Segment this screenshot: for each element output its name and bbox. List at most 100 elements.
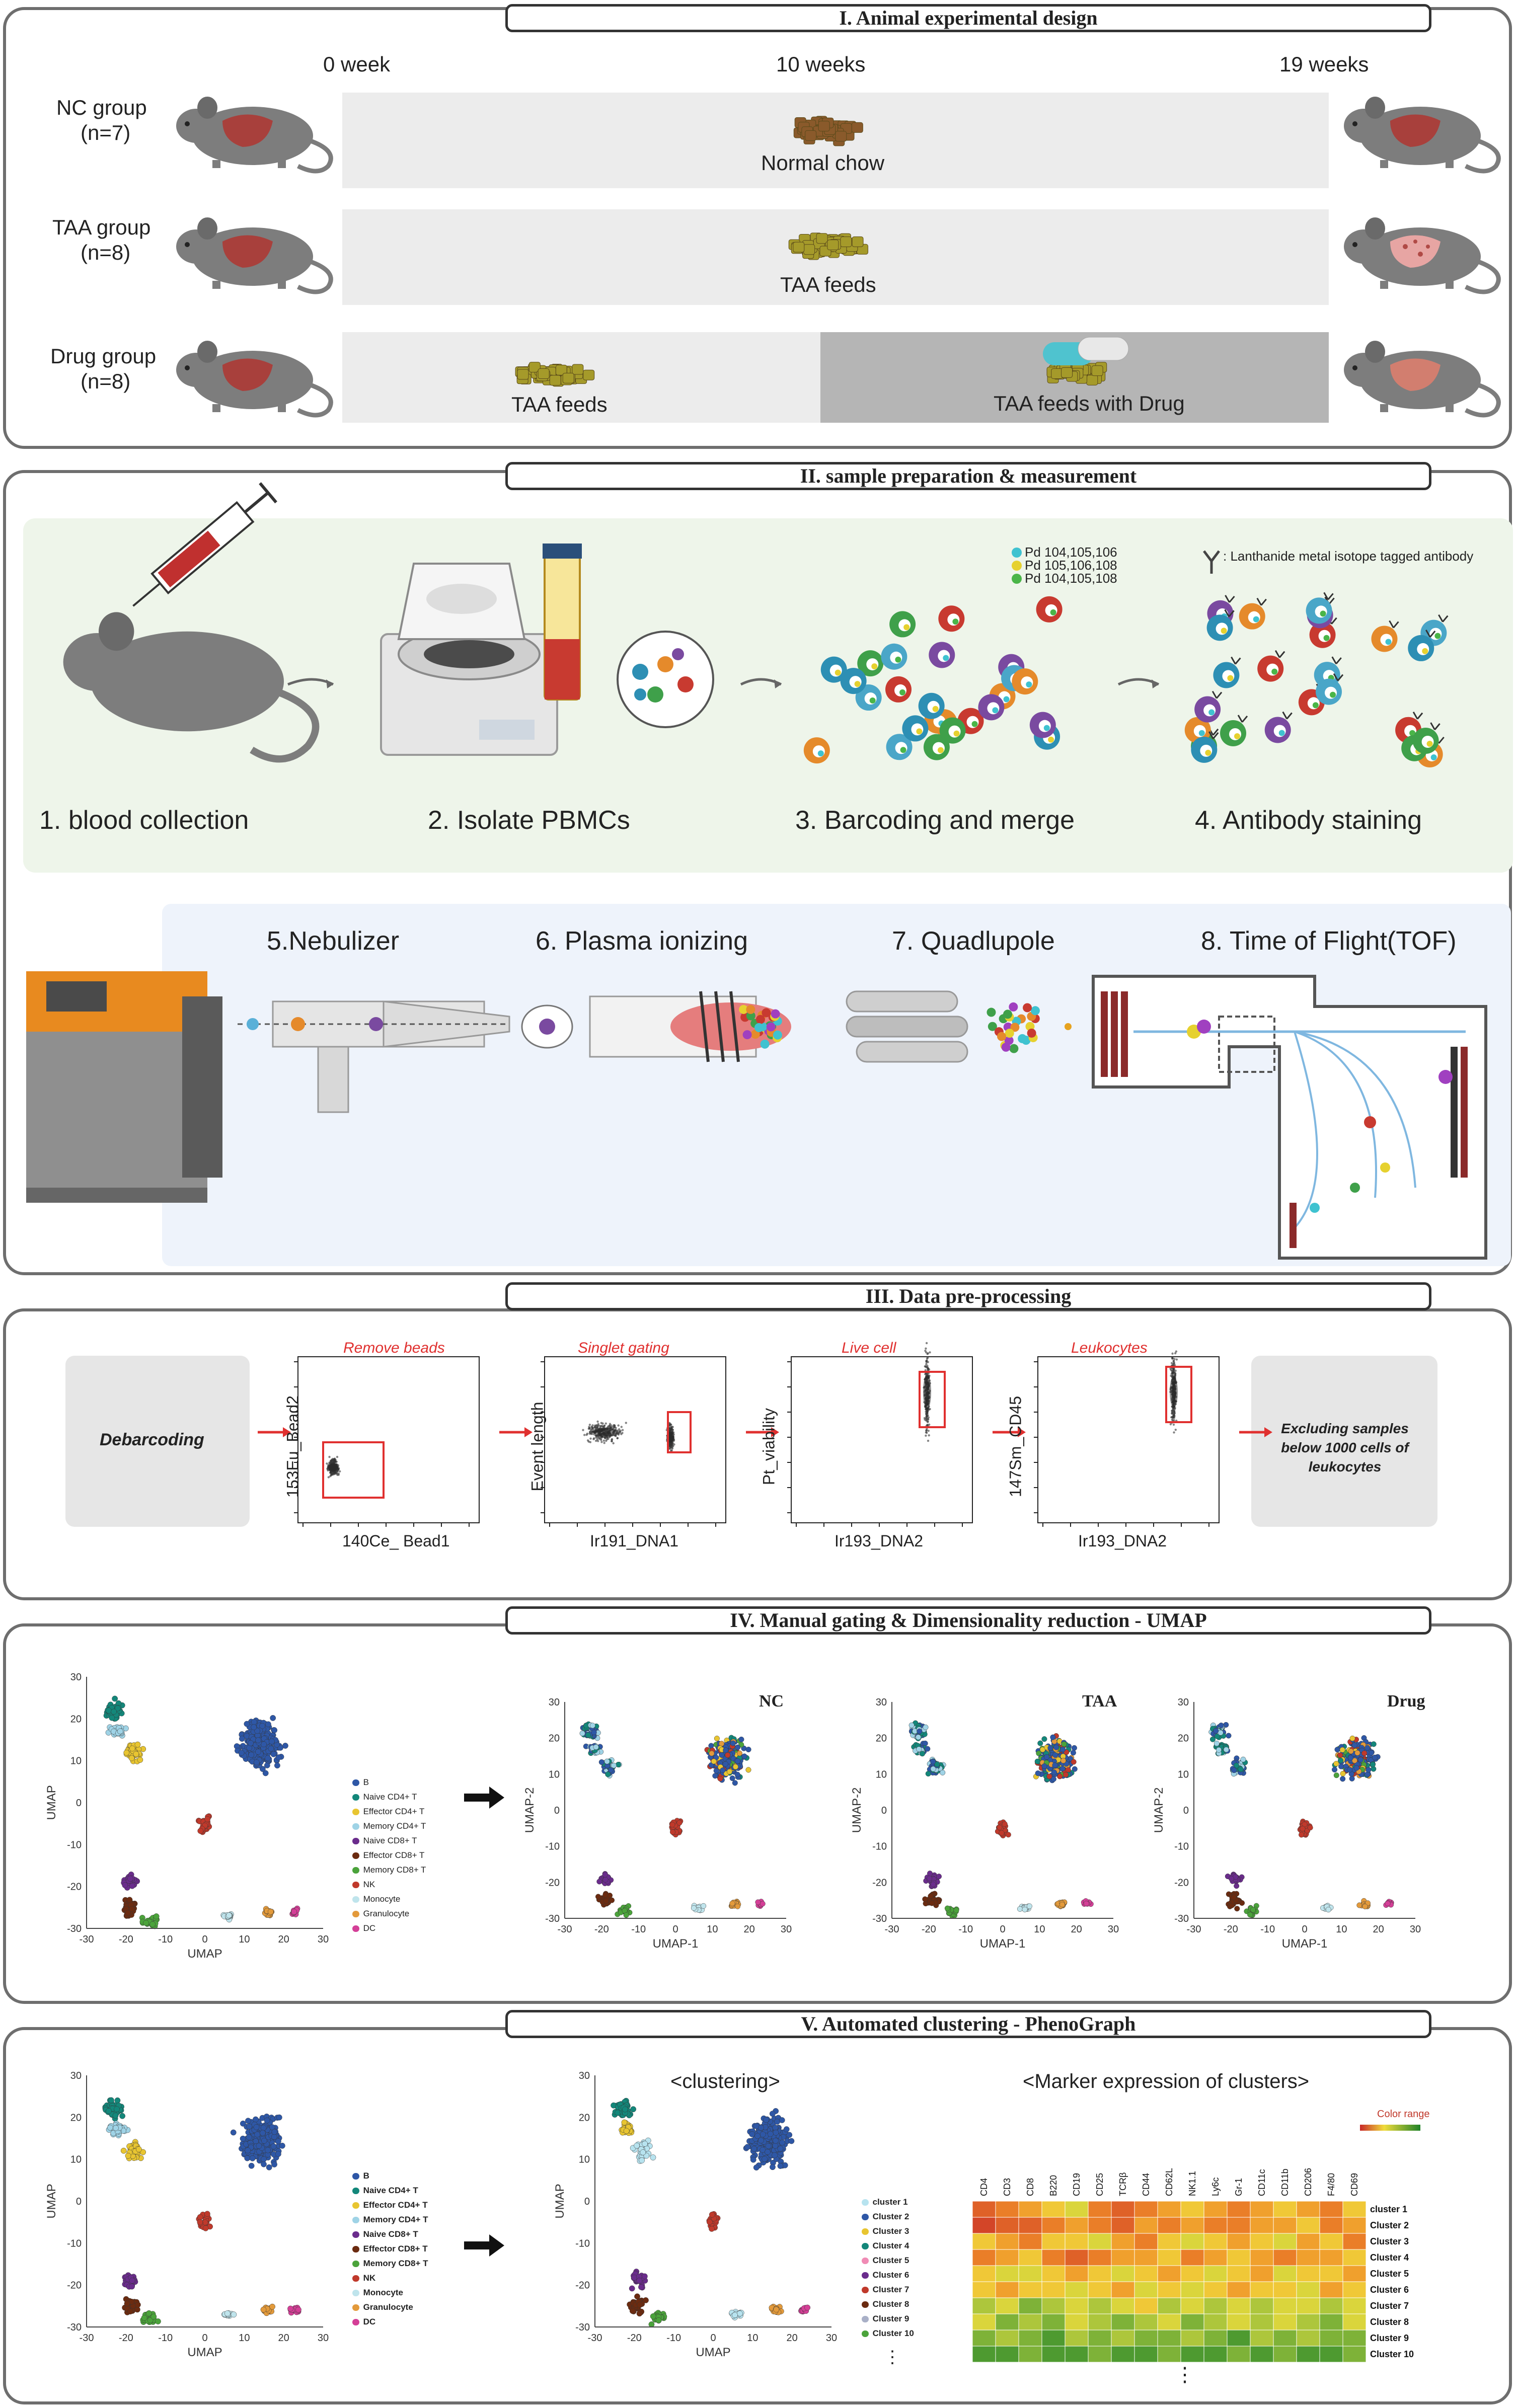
umap-point [268,1738,275,1745]
event [923,1417,926,1420]
umap-point [276,2114,282,2121]
umap-point [270,2143,277,2149]
umap-point [197,1828,204,1834]
y-tick: 0 [76,2196,82,2207]
event [928,1423,931,1426]
step-7-label: 7. Quadlupole [892,926,1055,956]
umap-point [773,2129,779,2136]
umap-point [779,2117,785,2123]
x-tick: 10 [239,2333,250,2344]
pellet [851,122,863,133]
umap-point [140,2149,146,2155]
umap-point [1362,1903,1368,1909]
legend-item: NK [352,1880,375,1890]
umap-plot: -30-30-20-20-10-1000101020203030UMAP-1UM… [850,1697,1119,1951]
umap-point [256,2143,262,2149]
umap-point [1332,1766,1338,1773]
event [585,1433,588,1436]
umap-point [623,2128,630,2134]
event [608,1425,611,1427]
event [926,1357,929,1360]
umap-point [153,1913,160,1919]
umap-point [714,1736,720,1742]
umap-point [143,1920,149,1926]
gate-3-title: Live cell [842,1340,896,1356]
event [611,1438,614,1441]
event [603,1442,605,1444]
event [924,1350,927,1352]
event [620,1433,623,1435]
x-tick: 10 [1034,1924,1045,1935]
umap-point [709,2211,715,2218]
umap-point [722,1761,728,1767]
umap-point [602,1872,608,1878]
pellet [1061,367,1073,378]
umap-point [246,2134,252,2140]
umap-point [260,2306,267,2313]
antibody [1208,731,1219,739]
umap-point [655,2317,662,2323]
y-tick: -10 [545,1841,560,1852]
barcode-dot [1050,609,1056,615]
event [1171,1410,1174,1412]
event [673,1443,675,1446]
gate-4-title: Leukocytes [1071,1340,1148,1356]
umap-point [922,1896,928,1902]
y-tick: -30 [545,1913,560,1924]
umap-point [777,2145,784,2152]
umap-point [112,2113,119,2119]
umap-point [593,1744,599,1750]
umap-point [141,2314,147,2321]
big-arrow [464,1786,504,1809]
event [925,1363,928,1366]
ion [746,1004,755,1014]
umap-point [1022,1906,1028,1912]
umap-point [602,1877,609,1883]
umap-point [119,2113,125,2119]
y-tick: 10 [549,1769,560,1780]
umap-point [106,1707,112,1714]
gate-box [1165,1366,1192,1423]
barcode-dot [1003,696,1010,703]
barcode-dot [1253,616,1259,623]
ion [1009,1002,1018,1012]
umap-point [1351,1757,1357,1763]
umap-point [248,1752,255,1758]
y-tick: -10 [67,2238,82,2249]
barcode-dot [1271,668,1278,675]
umap-point [611,1762,617,1768]
event [925,1431,928,1434]
y-tick: -20 [67,2280,82,2291]
umap-point [107,2124,113,2131]
legend-swatch [352,1823,359,1830]
ion [766,1022,776,1032]
event [1173,1361,1175,1364]
umap-point [585,1732,591,1738]
umap-point [1071,1745,1077,1751]
group-taa-n: (n=8) [81,241,131,264]
event [595,1424,598,1427]
barcode-dot [1422,648,1428,654]
event [582,1429,584,1431]
gate-1-ylabel: 153Eu_Bead2 [283,1395,302,1498]
y-tick: 0 [881,1805,887,1816]
gate-box [667,1411,692,1453]
y-tick: 10 [70,2154,82,2165]
umap-point [596,1879,602,1885]
umap-point [1340,1776,1346,1782]
ion [742,1030,752,1040]
event [1169,1423,1172,1426]
exclude-note: Excluding samples below 1000 cells of le… [1281,1421,1409,1474]
umap-point [734,1771,740,1777]
y-tick: 0 [1183,1805,1189,1816]
event [600,1441,603,1443]
x-tick: 0 [1000,1924,1005,1935]
event [593,1424,596,1427]
group-nc-name: NC group [56,96,147,119]
umap-point [1017,1906,1023,1912]
x-tick: -30 [885,1924,899,1935]
phenograph-plots: -30-30-20-20-10-1000101020203030UMAPUMAP… [45,2070,837,2359]
umap-point [755,1899,761,1905]
